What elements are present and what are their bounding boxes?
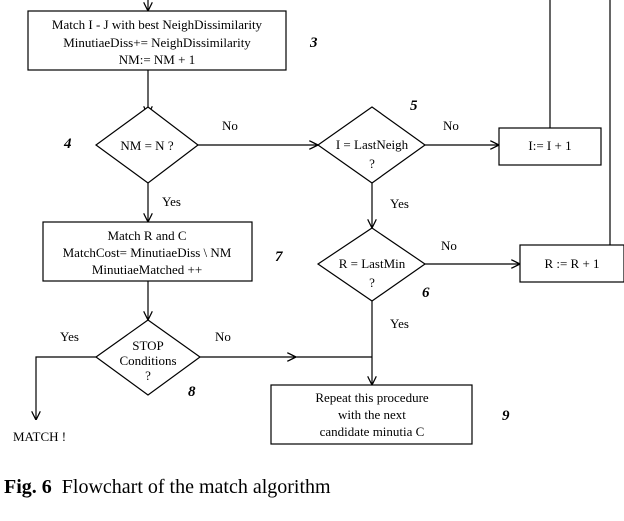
figure-caption-label: Fig. 6 bbox=[4, 476, 52, 498]
repeat-line-1: Repeat this procedure bbox=[315, 390, 429, 405]
edge-labels: No Yes No Yes No Yes Yes No bbox=[60, 118, 459, 344]
i-lastneigh-line-2: ? bbox=[369, 156, 375, 171]
match-ij-line-3: NM:= NM + 1 bbox=[119, 52, 195, 67]
nm-yes-label: Yes bbox=[162, 194, 181, 209]
decision-stop-conditions bbox=[94, 319, 202, 396]
decision-i-lastneigh bbox=[316, 106, 427, 184]
step-numbers: 3 4 5 6 7 8 9 bbox=[63, 35, 510, 424]
r-yes-label: Yes bbox=[390, 316, 409, 331]
match-rc-line-3: MinutiaeMatched ++ bbox=[92, 262, 202, 277]
match-rc-line-2: MatchCost= MinutiaeDiss \ NM bbox=[63, 245, 232, 260]
stop-line-3: ? bbox=[145, 368, 151, 383]
step-number-5: 5 bbox=[410, 98, 418, 114]
stop-no-label: No bbox=[215, 329, 231, 344]
step-number-3: 3 bbox=[309, 35, 318, 51]
match-rc-line-1: Match R and C bbox=[107, 228, 186, 243]
nodes bbox=[27, 10, 624, 445]
repeat-line-3: candidate minutia C bbox=[320, 424, 425, 439]
stop-yes-label: Yes bbox=[60, 329, 79, 344]
match-ij-line-2: MinutiaeDiss+= NeighDissimilarity bbox=[63, 35, 251, 50]
edge-stop-yes bbox=[36, 356, 96, 420]
r-no-label: No bbox=[441, 238, 457, 253]
flowchart: Match I - J with best NeighDissimilarity… bbox=[13, 0, 624, 445]
node-labels: Match I - J with best NeighDissimilarity… bbox=[13, 17, 600, 444]
process-match-rc bbox=[42, 221, 253, 282]
match-end-label: MATCH ! bbox=[13, 429, 66, 444]
r-lastmin-line-2: ? bbox=[369, 275, 375, 290]
nm-eq-n-label: NM = N ? bbox=[120, 138, 173, 153]
i-yes-label: Yes bbox=[390, 196, 409, 211]
i-increment-label: I:= I + 1 bbox=[528, 138, 571, 153]
process-i-increment bbox=[498, 127, 602, 166]
match-ij-line-1: Match I - J with best NeighDissimilarity bbox=[52, 17, 263, 32]
r-increment-label: R := R + 1 bbox=[544, 256, 599, 271]
r-lastmin-line-1: R = LastMin bbox=[339, 256, 406, 271]
figure-caption: Fig. 6 Flowchart of the match algorithm bbox=[4, 476, 331, 499]
repeat-line-2: with the next bbox=[338, 407, 406, 422]
step-number-4: 4 bbox=[63, 136, 72, 152]
i-lastneigh-line-1: I = LastNeigh bbox=[336, 137, 409, 152]
figure-caption-text: Flowchart of the match algorithm bbox=[61, 476, 331, 498]
step-number-7: 7 bbox=[275, 249, 283, 265]
decision-r-lastmin bbox=[316, 227, 427, 302]
step-number-9: 9 bbox=[502, 408, 510, 424]
process-match-ij bbox=[27, 10, 287, 71]
i-no-label: No bbox=[443, 118, 459, 133]
stop-line-2: Conditions bbox=[119, 353, 176, 368]
connectors bbox=[36, 0, 611, 420]
decision-nm-eq-n bbox=[94, 106, 199, 184]
step-number-6: 6 bbox=[422, 285, 430, 301]
process-r-increment bbox=[519, 244, 624, 283]
process-repeat-procedure bbox=[270, 384, 473, 445]
stop-line-1: STOP bbox=[132, 338, 164, 353]
nm-no-label: No bbox=[222, 118, 238, 133]
step-number-8: 8 bbox=[188, 384, 196, 400]
